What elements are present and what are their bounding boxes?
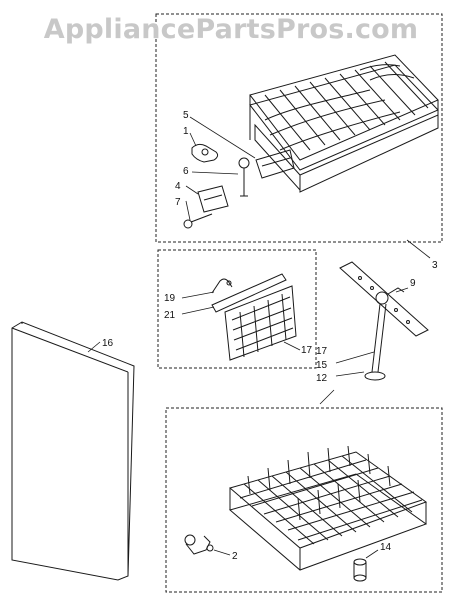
- callout-5: 5: [183, 110, 189, 121]
- callout-3: 3: [432, 260, 438, 271]
- bracket-part-5: [255, 149, 295, 179]
- watermark: AppliancePartsPros.com: [43, 14, 419, 45]
- rail-part-21: [211, 273, 287, 313]
- adjuster-part-6: [238, 157, 250, 197]
- clip-part-1: [191, 143, 219, 163]
- callout-2: 2: [232, 551, 238, 562]
- callout-19: 19: [164, 293, 176, 304]
- lower-dishrack: [228, 445, 428, 571]
- door-leader: [87, 341, 101, 353]
- cap-part-14: [353, 558, 367, 582]
- callout-1: 1: [183, 126, 189, 137]
- part-2-leader: [213, 549, 231, 556]
- callout-6: 6: [183, 166, 189, 177]
- callout-9: 9: [410, 278, 416, 289]
- pin-part-7: [183, 213, 213, 229]
- callout-12: 12: [316, 373, 328, 384]
- spray-arm-part-9: [339, 261, 429, 337]
- callout-21: 21: [164, 310, 176, 321]
- part-14-leader: [365, 549, 379, 559]
- callout-16: 16: [102, 338, 114, 349]
- callout-14: 14: [380, 542, 392, 553]
- wire-part-19: [211, 278, 233, 294]
- callout-4: 4: [175, 181, 181, 192]
- callout-17b: 17: [316, 346, 328, 357]
- door-panel-part-16: [11, 321, 135, 581]
- arm-leaders: [319, 287, 409, 405]
- upper-leaders: [185, 116, 431, 259]
- wheel-part-4: [197, 185, 229, 213]
- tube-part-15: [364, 303, 387, 381]
- upper-rack-assembly-box: [155, 13, 443, 243]
- callout-7: 7: [175, 197, 181, 208]
- filter-assembly-box: [157, 249, 317, 369]
- upper-dishrack: [249, 54, 439, 193]
- lower-rack-assembly-box: [165, 407, 443, 593]
- bracket-part-2: [184, 534, 214, 555]
- callout-17: 17: [301, 345, 313, 356]
- callout-15: 15: [316, 360, 328, 371]
- filter-screen-part-17: [224, 285, 297, 361]
- middle-leaders: [181, 291, 301, 351]
